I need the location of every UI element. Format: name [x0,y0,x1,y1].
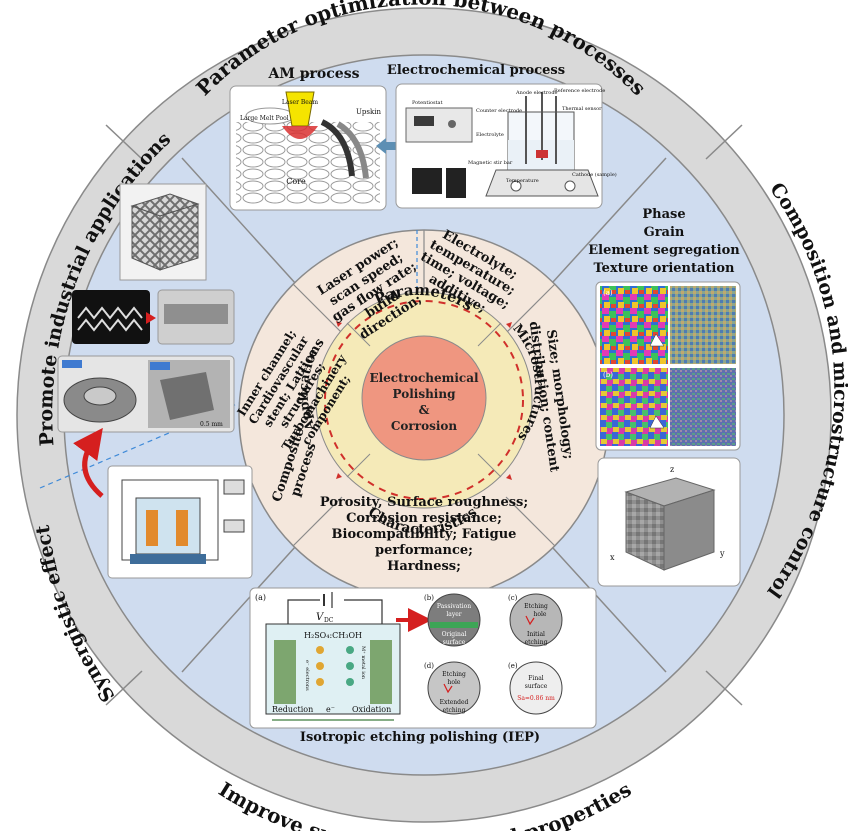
iep-caption: Isotropic etching polishing (IEP) [300,730,540,745]
lattice-cube-image [119,183,207,281]
right-list-item: Texture orientation [594,261,736,276]
iep-image: (a) V DC H₂SO₄:CH₃OH e⁻ electrons M⁺ met… [249,587,597,729]
red-curved-arrow [73,427,104,498]
iep-e3: Sa=0.86 nm [517,695,555,702]
right-list-item: Element segregation [588,243,740,258]
turbomachinery-images: 0.5 mm [57,355,235,433]
ebsd-label-a: (a) [603,289,613,297]
center-line-1: Electrochemical [369,371,479,385]
iep-label-a: (a) [255,593,266,602]
char-line: performance; [375,543,473,558]
char-line: Biocompatibility; Fatigue [332,527,517,542]
iep-e1: Final [528,675,544,682]
iep-electrolyte: H₂SO₄:CH₃OH [304,631,362,640]
iep-reduction: Reduction [272,705,313,714]
iep-d3: Extended [440,699,469,706]
ebsd-label-b: (b) [603,371,613,379]
iep-electrons: e⁻ electrons [304,660,310,691]
label-potentiostat: Potentiostat [412,100,443,106]
iep-label-b: (b) [424,594,434,602]
am-params-text: Laser power; scan speed; gas flow rate; … [315,235,425,343]
iep-metal-ion: M⁺ metal ion [360,646,366,680]
label-thermal: Thermal sensor [562,106,602,112]
cube-axis-x: x [610,553,615,562]
label-temperature: Temperature [506,178,539,184]
outer-dividers [105,124,743,706]
label-upskin: Upskin [356,108,381,116]
am-process-title: AM process [268,66,360,82]
iep-b3: Original [442,631,467,638]
right-list: Phase Grain Element segregation Texture … [588,207,740,276]
iep-label-e: (e) [508,662,518,670]
char-line: Corrosion resistance; [346,511,502,526]
iep-c3: Initial [527,631,545,638]
iep-d4: etching [443,707,466,714]
cube-axis-y: y [719,549,725,558]
iep-circle-c [509,593,563,647]
red-dashed-circle [324,300,524,500]
char-line: Hardness; [387,559,461,574]
iep-c1: Etching [524,603,548,610]
right-list-item: Grain [644,225,685,240]
iep-circle-e [509,661,563,715]
center-line-4: Corrosion [391,419,458,433]
iep-vdc: V [316,612,325,623]
label-anode: Anode electrode [515,90,558,96]
am-process-image: Laser Beam Large Melt Pool Upskin Core [229,85,387,211]
iep-label-d: (d) [424,662,434,670]
iep-electron-flow: e⁻ [326,705,335,714]
band-arrows [336,321,512,480]
center-line-3: & [419,403,430,417]
label-electrolyte: Electrolyte [476,132,504,138]
cube-axis-z: z [670,465,674,474]
ec-process-title: Electrochemical process [387,63,565,78]
iep-circle-d [427,661,481,715]
iep-vdc-sub: DC [324,617,334,624]
label-melt-pool: Large Melt Pool [240,115,289,122]
characteristics-text: Porosity, Surface roughness; Corrosion r… [320,495,528,574]
label-reference: Reference electrode [554,88,605,94]
char-line: Porosity, Surface roughness; [320,495,528,510]
label-stir-bar: Magnetic stir bar [468,160,513,166]
ebsd-maps: (a) (b) [595,281,741,451]
iep-c2: hole [534,611,547,618]
iep-c4: etching [525,639,548,646]
center-line-2: Polishing [393,387,457,401]
right-list-item: Phase [642,207,685,222]
center-circle [361,335,487,461]
ec-process-image: Potentiostat Anode electrode Reference e… [395,83,617,209]
label-core: Core [286,177,306,186]
iep-b4: surface [443,639,466,646]
iep-d2: hole [448,679,461,686]
cube-image: z x y [597,457,741,587]
iep-d1: Etching [442,671,466,678]
scale-label: 0.5 mm [200,421,223,428]
band-dividers [346,322,502,478]
label-laser-beam: Laser Beam [282,99,319,106]
iep-b1: Passivation [437,603,471,610]
stent-images [72,289,235,345]
iep-oxidation: Oxidation [352,705,391,714]
label-sample: Cathode (sample) [572,171,617,178]
iep-label-c: (c) [508,594,518,602]
iep-b2: layer [446,611,461,618]
composite-setup-image [107,465,253,579]
iep-circle-b [427,593,481,647]
inner-dividers [292,230,556,547]
iep-e2: surface [525,683,548,690]
label-counter: Counter electrode [476,108,522,114]
